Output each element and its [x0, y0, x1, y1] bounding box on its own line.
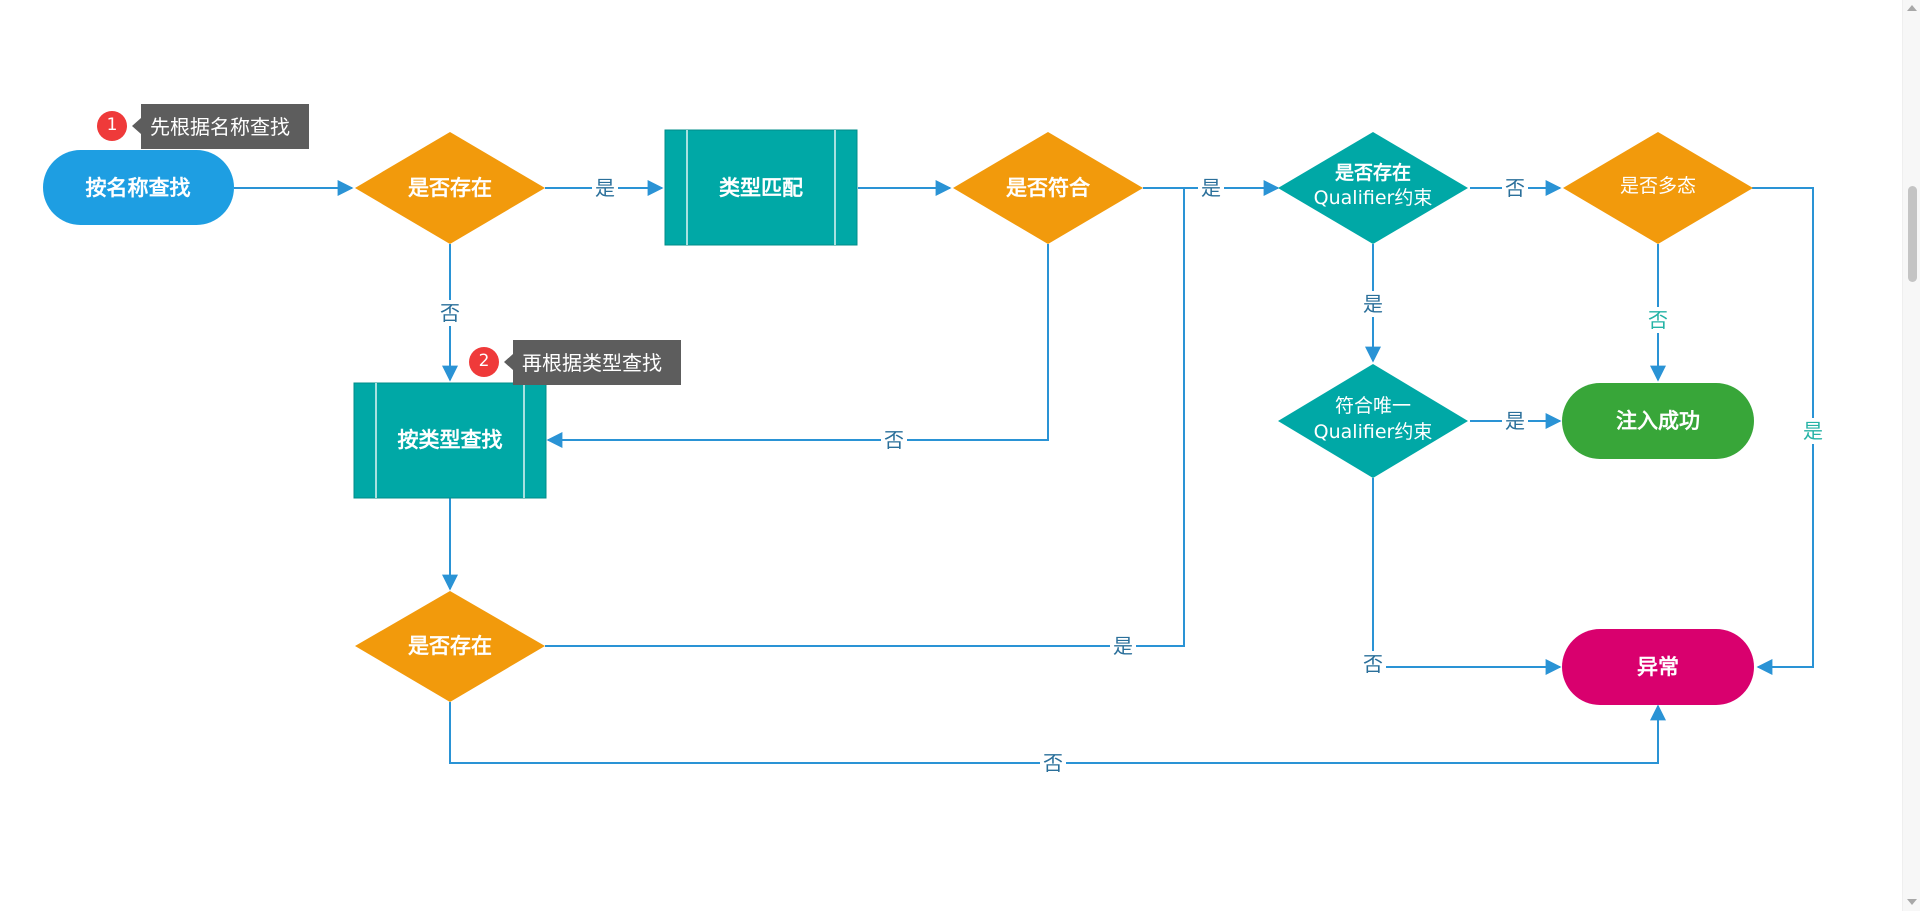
- scroll-up-icon[interactable]: [1907, 5, 1917, 11]
- node-exception[interactable]: 异常: [1562, 629, 1754, 705]
- node-start[interactable]: 按名称查找: [43, 150, 234, 225]
- node-exists-1[interactable]: 是否存在: [355, 132, 545, 244]
- svg-text:是: 是: [1113, 634, 1133, 658]
- node-inject-success[interactable]: 注入成功: [1562, 383, 1754, 459]
- svg-text:否: 否: [1363, 652, 1383, 676]
- edge-label-unique-yes: 是: [1502, 408, 1528, 434]
- node-unique-qualifier[interactable]: 符合唯一 Qualifier约束: [1278, 364, 1468, 478]
- svg-text:否: 否: [884, 428, 904, 452]
- svg-text:是: 是: [1505, 409, 1525, 433]
- svg-text:是否存在: 是否存在: [1335, 161, 1411, 184]
- edge-label-polymorphic-no: 否: [1645, 307, 1671, 333]
- edge-conforms-to-findbytype: [546, 244, 1049, 448]
- svg-text:否: 否: [440, 301, 460, 325]
- edge-label-exists2-yes: 是: [1110, 633, 1136, 659]
- svg-text:Qualifier约束: Qualifier约束: [1314, 421, 1433, 443]
- svg-text:Qualifier约束: Qualifier约束: [1314, 187, 1433, 209]
- svg-text:是: 是: [1803, 419, 1823, 443]
- edge-label-polymorphic-yes: 是: [1800, 418, 1826, 444]
- callout-badge: [97, 111, 127, 141]
- svg-text:1: 1: [107, 115, 118, 135]
- svg-text:否: 否: [1043, 751, 1063, 775]
- svg-text:是否多态: 是否多态: [1620, 175, 1696, 197]
- edge-unique-to-exception: [1372, 478, 1562, 675]
- svg-text:再根据类型查找: 再根据类型查找: [522, 351, 662, 375]
- svg-text:是: 是: [1363, 292, 1383, 316]
- callout-badge: [469, 347, 499, 377]
- edge-label-qualifier-no: 否: [1502, 175, 1528, 201]
- callout-box: [141, 104, 309, 149]
- callout-box: [513, 340, 681, 385]
- node-exists-2[interactable]: 是否存在: [355, 591, 545, 702]
- svg-text:是: 是: [1201, 176, 1221, 200]
- svg-text:是否存在: 是否存在: [408, 176, 492, 200]
- svg-text:按类型查找: 按类型查找: [398, 428, 503, 452]
- node-conforms[interactable]: 是否符合: [953, 132, 1143, 244]
- callout-2: 2 再根据类型查找: [469, 340, 681, 385]
- edge-label-exists2-no: 否: [1040, 750, 1066, 776]
- edge-label-unique-no: 否: [1360, 651, 1386, 677]
- edge-label-qualifier-yes: 是: [1360, 291, 1386, 317]
- node-qualifier-exists[interactable]: 是否存在 Qualifier约束: [1278, 132, 1468, 244]
- edge-label-conforms-yes: 是: [1198, 175, 1224, 201]
- svg-text:2: 2: [479, 351, 490, 371]
- edge-label-exists1-no: 否: [437, 300, 463, 326]
- callout-1: 1 先根据名称查找: [97, 104, 309, 149]
- edge-label-exists1-yes: 是: [592, 175, 618, 201]
- node-type-match[interactable]: 类型匹配: [664, 129, 858, 246]
- scroll-down-icon[interactable]: [1907, 899, 1917, 905]
- svg-text:按名称查找: 按名称查找: [86, 176, 191, 200]
- svg-text:是: 是: [595, 176, 615, 200]
- svg-text:异常: 异常: [1637, 655, 1679, 679]
- svg-text:是否存在: 是否存在: [408, 634, 492, 658]
- edge-exists2-to-qualifier: [545, 188, 1185, 647]
- node-find-by-type[interactable]: 按类型查找: [353, 382, 547, 499]
- svg-text:符合唯一: 符合唯一: [1335, 395, 1411, 417]
- svg-text:是否符合: 是否符合: [1006, 176, 1091, 200]
- node-polymorphic[interactable]: 是否多态: [1563, 132, 1753, 244]
- edge-labels: 是 是 否 否 是 否 是 是: [437, 175, 1826, 776]
- scroll-thumb[interactable]: [1908, 186, 1917, 282]
- edge-label-conforms-no: 否: [881, 427, 907, 453]
- svg-text:否: 否: [1648, 308, 1668, 332]
- svg-text:注入成功: 注入成功: [1616, 409, 1700, 433]
- svg-text:类型匹配: 类型匹配: [719, 176, 803, 200]
- svg-text:先根据名称查找: 先根据名称查找: [150, 115, 290, 139]
- svg-text:否: 否: [1505, 176, 1525, 200]
- vertical-scrollbar[interactable]: [1902, 0, 1920, 911]
